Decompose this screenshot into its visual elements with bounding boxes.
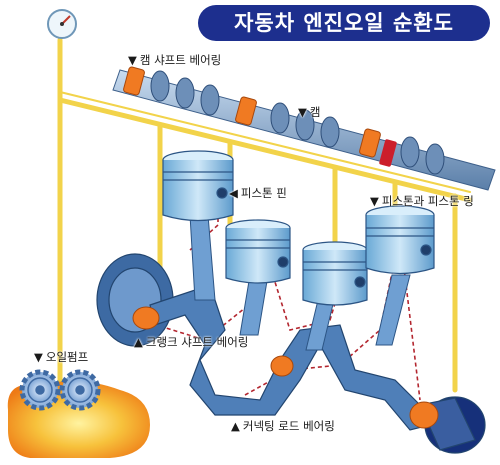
label-piston-ring: ▼피스톤과 피스톤 링 (370, 194, 474, 208)
marker-down: ▼ (34, 350, 43, 364)
camshaft (112, 66, 496, 191)
pistons (162, 150, 435, 306)
piston-4 (365, 205, 435, 275)
diagram-title: 자동차 엔진오일 순환도 (198, 5, 490, 41)
piston-2 (225, 219, 291, 284)
marker-up: ▲ (231, 419, 240, 433)
marker-down: ▼ (370, 194, 379, 208)
marker-up: ▲ (134, 335, 143, 349)
piston-3 (302, 241, 368, 306)
crankshaft-bearings (132, 306, 439, 429)
marker-left: ◀ (229, 186, 238, 200)
label-crankshaft-bearing: ▲크랭크 샤프트 베어링 (134, 335, 249, 349)
oil-gauge-icon (47, 9, 77, 39)
piston-1 (162, 150, 234, 222)
oil-pump-gears-icon (19, 369, 101, 411)
label-piston-pin: ◀피스톤 핀 (229, 186, 287, 200)
marker-down: ▼ (128, 53, 137, 67)
label-oil-pump: ▼오일펌프 (34, 350, 89, 364)
label-cam: ▼캠 (298, 105, 321, 119)
camshaft-bearings (123, 66, 381, 158)
cam-lobes (150, 70, 445, 175)
label-connecting-rod-bearing: ▲커넥팅 로드 베어링 (231, 419, 335, 433)
label-camshaft-bearing: ▼캠 샤프트 베어링 (128, 53, 222, 67)
marker-down: ▼ (298, 105, 307, 119)
